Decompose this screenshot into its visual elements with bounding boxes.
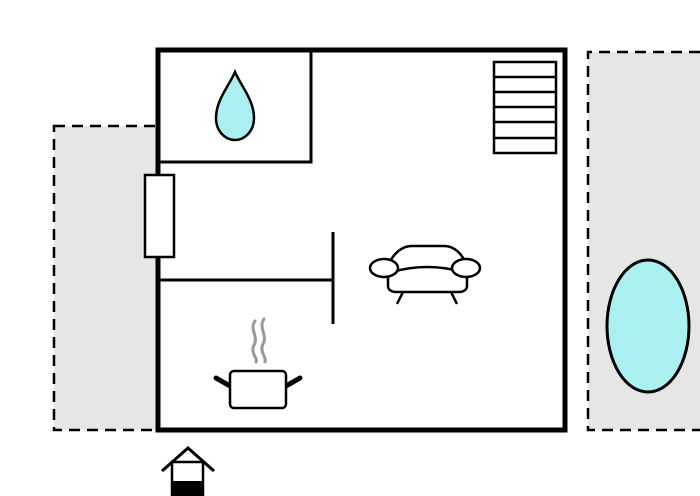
window <box>143 173 176 259</box>
house-entrance-icon <box>161 445 215 496</box>
terrace-right-border <box>586 50 700 432</box>
bathroom-walls <box>160 52 313 164</box>
terrace-left <box>52 124 160 432</box>
pool-icon <box>605 258 691 394</box>
water-drop-icon <box>214 68 256 142</box>
cooking-pot-icon <box>213 317 303 410</box>
sofa-icon <box>368 244 482 305</box>
stairs-icon <box>492 60 558 155</box>
